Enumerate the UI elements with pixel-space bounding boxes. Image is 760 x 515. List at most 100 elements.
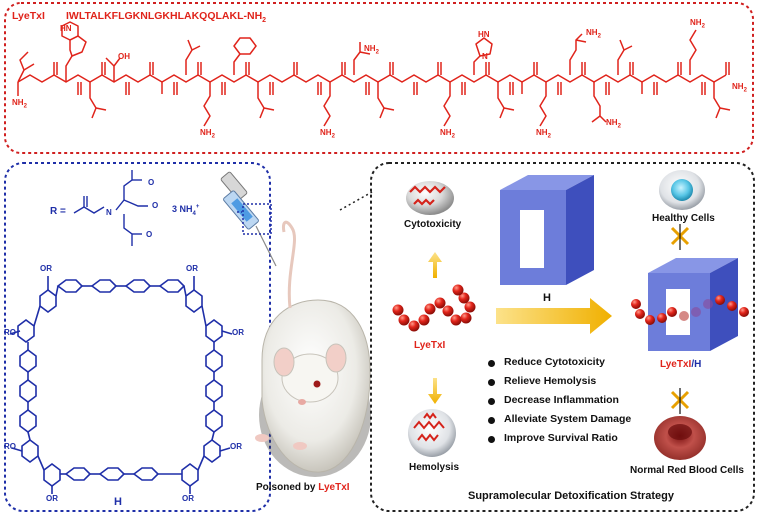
- free-peptide-label: LyeTxI: [414, 340, 446, 351]
- n-terminal-amine-label: NH2: [12, 98, 27, 110]
- complex-label: LyeTxI/H: [660, 359, 701, 370]
- poisoned-caption-highlight: LyeTxI: [318, 482, 350, 493]
- mouse-to-strategy-connector: [339, 191, 373, 211]
- hemolysis-label: Hemolysis: [409, 462, 460, 473]
- syringe-illustration: [220, 171, 277, 267]
- carboxylate-label-2: O: [152, 201, 159, 210]
- bullet-dot: [488, 398, 495, 405]
- lys2-amine-subscript: 2: [331, 133, 335, 140]
- host-h-box: [500, 175, 594, 285]
- r-group-n-label: N: [106, 208, 112, 217]
- syringe-zoom-box: [242, 203, 272, 235]
- poisoned-caption: Poisoned by LyeTxI: [256, 482, 350, 493]
- benefit-item: Alleviate System Damage: [486, 413, 631, 432]
- asparagine-amide-label: NH2: [364, 44, 379, 56]
- or-label-top-left: OR: [40, 264, 52, 273]
- arrow-to-cytotoxicity: [428, 252, 442, 278]
- poisoned-caption-prefix: Poisoned by: [256, 482, 319, 493]
- counterion-text: 3 NH: [172, 204, 193, 214]
- benefit-item: Reduce Cytotoxicity: [486, 356, 631, 375]
- lys3-amine-text: NH: [440, 128, 452, 137]
- lysine-amine-label-4: NH2: [536, 128, 551, 140]
- benefit-item: Relieve Hemolysis: [486, 375, 631, 394]
- lys5-amine-text: NH: [690, 18, 702, 27]
- lys4-amine-text: NH: [536, 128, 548, 137]
- benefit-item: Decrease Inflammation: [486, 394, 631, 413]
- peptide-skeletal-structure: [17, 21, 731, 127]
- carboxylate-label-1: O: [148, 178, 155, 187]
- lys4-amine-subscript: 2: [547, 133, 551, 140]
- cytotoxicity-label: Cytotoxicity: [404, 219, 462, 230]
- c-term-text: NH: [732, 82, 744, 91]
- peptide-sequence-text: IWLTALKFLGKNLGKHLAKQQLAKL-NH: [66, 10, 263, 22]
- lys3-amine-subscript: 2: [451, 133, 455, 140]
- gln2-amine-subscript: 2: [617, 123, 621, 130]
- or-label-right: OR: [232, 328, 244, 337]
- glutamine-amide-label-1: NH2: [586, 28, 601, 40]
- lysine-amine-label-2: NH2: [320, 128, 335, 140]
- healthy-cells-label: Healthy Cells: [652, 213, 715, 224]
- bullet-dot: [488, 379, 495, 386]
- bullet-dot: [488, 360, 495, 367]
- cytotoxicity-cell-icon: [406, 181, 454, 215]
- amine-text: NH: [12, 98, 24, 107]
- lysine-amine-label-3: NH2: [440, 128, 455, 140]
- lys1-amine-text: NH: [200, 128, 212, 137]
- gln2-amine-text: NH: [606, 118, 618, 127]
- carboxylate-label-3: O: [146, 230, 153, 239]
- lysine-amine-label-1: NH2: [200, 128, 215, 140]
- macrocycle-host-structure: [9, 276, 233, 494]
- mouse-illustration: [255, 220, 371, 477]
- counterion-subscript: 4: [192, 210, 196, 217]
- peptide-panel-border: [4, 2, 754, 154]
- asn-amine-text: NH: [364, 44, 376, 53]
- host-h-label: H: [543, 292, 551, 304]
- histidine-hn-label: HN: [478, 30, 490, 39]
- host-panel-border: [4, 162, 271, 512]
- complex-label-host: /H: [691, 359, 702, 370]
- tryptophan-hn-label: HN: [60, 24, 72, 33]
- c-terminal-amide-label: NH2: [732, 82, 747, 94]
- benefit-item: Improve Survival Ratio: [486, 432, 631, 451]
- healthy-cell-icon: [659, 170, 705, 210]
- or-label-bottom-a: OR: [46, 494, 58, 503]
- benefit-text: Relieve Hemolysis: [504, 375, 597, 387]
- free-peptide-chain: [392, 284, 476, 332]
- hemolysis-cell-icon: [408, 409, 456, 457]
- lys2-amine-text: NH: [320, 128, 332, 137]
- lysine-amine-label-5: NH2: [690, 18, 705, 30]
- benefit-text: Decrease Inflammation: [504, 394, 619, 406]
- lys1-amine-subscript: 2: [211, 133, 215, 140]
- arrow-to-hemolysis: [428, 378, 442, 404]
- counterion-charge: +: [195, 204, 200, 210]
- gln1-amine-subscript: 2: [597, 33, 601, 40]
- benefit-text: Reduce Cytotoxicity: [504, 356, 605, 368]
- glutamine-amide-label-2: NH2: [606, 118, 621, 130]
- ro-label-left: RO: [4, 328, 16, 337]
- histidine-n-label: N: [482, 52, 488, 61]
- benefit-list: Reduce Cytotoxicity Relieve Hemolysis De…: [486, 356, 631, 451]
- complex-label-peptide: LyeTxI: [660, 359, 692, 370]
- peptide-name: LyeTxI: [12, 10, 45, 22]
- counterion-label: 3 NH4+: [172, 204, 199, 217]
- asn-amine-subscript: 2: [375, 49, 379, 56]
- benefit-text: Improve Survival Ratio: [504, 432, 618, 444]
- r-definition-label: R =: [50, 206, 66, 217]
- gln1-amine-text: NH: [586, 28, 598, 37]
- or-label-bottom-b: OR: [182, 494, 194, 503]
- host-name-label: H: [114, 496, 122, 508]
- r-group-structure: [73, 170, 148, 246]
- peptide-sequence: IWLTALKFLGKNLGKHLAKQQLAKL-NH2: [66, 10, 266, 24]
- normal-rbc-label: Normal Red Blood Cells: [630, 465, 744, 476]
- benefit-text: Alleviate System Damage: [504, 413, 632, 425]
- bullet-dot: [488, 436, 495, 443]
- threonine-oh-label: OH: [118, 52, 130, 61]
- strategy-panel-border: [370, 162, 755, 512]
- c-term-subscript: 2: [743, 87, 747, 94]
- complex-peptide-in-host: [631, 258, 749, 351]
- amine-subscript: 2: [23, 103, 27, 110]
- strategy-title: Supramolecular Detoxification Strategy: [468, 490, 674, 502]
- ro-label-bottom-left: RO: [4, 442, 16, 451]
- complexation-arrow: [496, 298, 612, 334]
